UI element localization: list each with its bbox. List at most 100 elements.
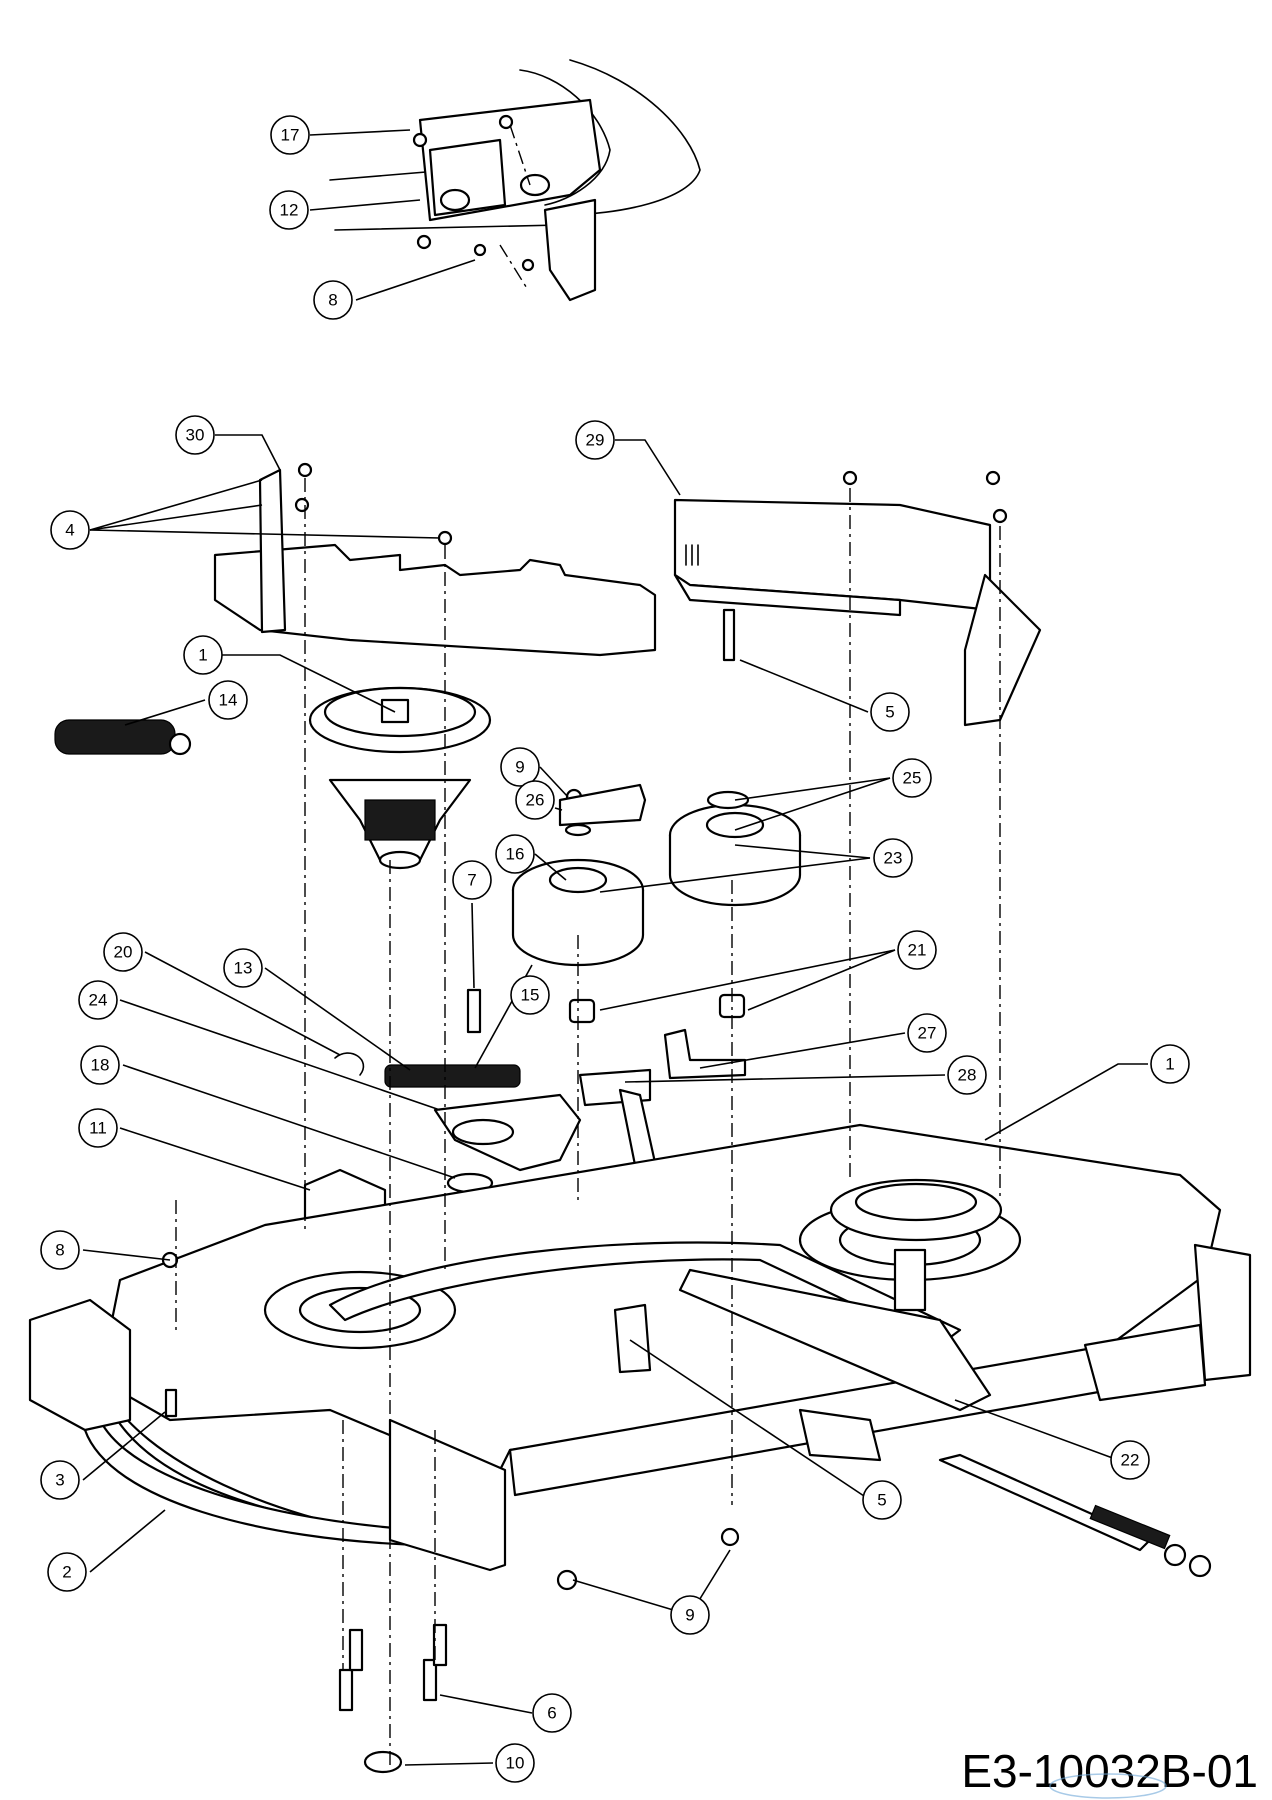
callout-circle — [515, 780, 555, 820]
callout-5-top: 5 — [870, 692, 910, 732]
callout-18: 18 — [80, 1045, 120, 1085]
assembly-lines — [175, 478, 1001, 1770]
callout-leaders — [82, 129, 1148, 1766]
callout-30: 30 — [175, 415, 215, 455]
callout-14: 14 — [208, 680, 248, 720]
callout-number: 8 — [328, 291, 337, 310]
right-belt-cover — [673, 498, 1042, 727]
callout-number: 4 — [65, 521, 74, 540]
hook-20 — [334, 1052, 365, 1076]
callout-circle — [78, 1108, 118, 1148]
callout-number: 14 — [219, 691, 238, 710]
callout-23: 23 — [873, 838, 913, 878]
callout-circle — [670, 1595, 710, 1635]
callout-circle — [452, 860, 492, 900]
callout-21: 21 — [897, 930, 937, 970]
callout-circle — [40, 1460, 80, 1500]
callout-circle — [575, 420, 615, 460]
callout-circle — [1110, 1440, 1150, 1480]
callout-20: 20 — [103, 932, 143, 972]
callout-1-right: 1 — [1150, 1044, 1190, 1084]
callout-6: 6 — [532, 1693, 572, 1733]
callout-circle — [269, 190, 309, 230]
callout-number: 5 — [885, 703, 894, 722]
callout-17: 17 — [270, 115, 310, 155]
callout-number: 24 — [89, 991, 108, 1010]
callout-number: 5 — [877, 1491, 886, 1510]
callout-number: 22 — [1121, 1451, 1140, 1470]
callout-circle — [873, 838, 913, 878]
callout-number: 1 — [198, 646, 207, 665]
callout-29: 29 — [575, 420, 615, 460]
callout-10: 10 — [495, 1743, 535, 1783]
callout-number: 1 — [1165, 1055, 1174, 1074]
spring-13 — [384, 1064, 521, 1088]
callout-22: 22 — [1110, 1440, 1150, 1480]
callout-circle — [532, 1693, 572, 1733]
callout-circle — [1150, 1044, 1190, 1084]
watermark-logo — [1049, 1773, 1167, 1799]
callout-13: 13 — [223, 948, 263, 988]
callout-number: 15 — [521, 986, 540, 1005]
callout-5-bottom: 5 — [862, 1480, 902, 1520]
callout-number: 17 — [281, 126, 300, 145]
callout-circle — [897, 930, 937, 970]
bracket-26 — [558, 783, 647, 827]
callout-3: 3 — [40, 1460, 80, 1500]
callout-2: 2 — [47, 1552, 87, 1592]
callout-circle — [870, 692, 910, 732]
callout-24: 24 — [78, 980, 118, 1020]
callout-16: 16 — [495, 834, 535, 874]
callout-number: 9 — [685, 1606, 694, 1625]
callout-number: 28 — [958, 1066, 977, 1085]
callout-8-bottom: 8 — [40, 1230, 80, 1270]
callout-8-top: 8 — [313, 280, 353, 320]
callout-7: 7 — [452, 860, 492, 900]
callout-circle — [495, 834, 535, 874]
callout-number: 27 — [918, 1024, 937, 1043]
callout-circle — [892, 758, 932, 798]
callout-circle — [862, 1480, 902, 1520]
callout-12: 12 — [269, 190, 309, 230]
callout-circle — [500, 747, 540, 787]
callout-15: 15 — [510, 975, 550, 1015]
spring-14 — [54, 719, 192, 756]
callout-1-left: 1 — [183, 635, 223, 675]
callout-number: 26 — [526, 791, 545, 810]
callout-circle — [313, 280, 353, 320]
cover-bolts — [294, 462, 1008, 662]
callout-circle — [183, 635, 223, 675]
callout-28: 28 — [947, 1055, 987, 1095]
bolt-7 — [466, 988, 482, 1034]
callout-number: 3 — [55, 1471, 64, 1490]
callout-number: 7 — [467, 871, 476, 890]
callout-11: 11 — [78, 1108, 118, 1148]
adjustment-rod — [938, 1453, 1212, 1578]
callout-number: 25 — [903, 769, 922, 788]
callout-circle — [103, 932, 143, 972]
callout-number: 9 — [515, 758, 524, 777]
callout-9-bottom: 9 — [670, 1595, 710, 1635]
callout-number: 29 — [586, 431, 605, 450]
callout-number: 13 — [234, 959, 253, 978]
callout-number: 20 — [114, 943, 133, 962]
callout-circle — [495, 1743, 535, 1783]
callout-number: 30 — [186, 426, 205, 445]
callout-25: 25 — [892, 758, 932, 798]
callout-circle — [223, 948, 263, 988]
callout-number: 10 — [506, 1754, 525, 1773]
callout-circle — [175, 415, 215, 455]
callout-circle — [80, 1045, 120, 1085]
callout-circle — [78, 980, 118, 1020]
callout-27: 27 — [907, 1013, 947, 1053]
callout-number: 23 — [884, 849, 903, 868]
callout-circle — [907, 1013, 947, 1053]
mower-deck — [28, 1123, 1252, 1572]
idler-arm — [433, 1028, 747, 1194]
callout-number: 12 — [280, 201, 299, 220]
callout-number: 6 — [547, 1704, 556, 1723]
callout-number: 8 — [55, 1241, 64, 1260]
callout-number: 16 — [506, 845, 525, 864]
callout-circle — [40, 1230, 80, 1270]
